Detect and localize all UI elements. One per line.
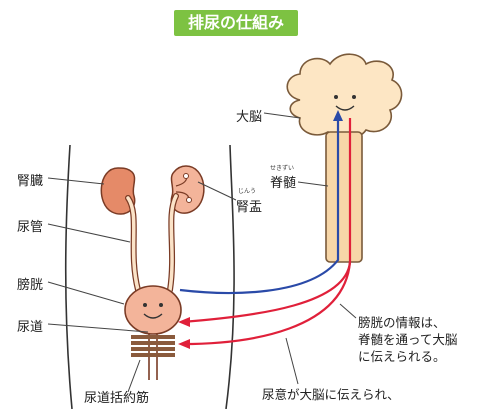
kidney-right — [170, 165, 205, 214]
note-bladder-info: 膀胱の情報は、 脊髄を通って大脳 に伝えられる。 — [358, 314, 457, 365]
label-renal-pelvis: 腎盂 — [236, 200, 263, 215]
note-urge-info-line-1: 尿意が大脳に伝えられ、 — [262, 387, 400, 402]
ureter-left-inner — [126, 196, 140, 292]
label-ureter: 尿管 — [17, 220, 44, 235]
label-spinal-cord: 脊髄 — [270, 176, 297, 191]
leader-brain — [263, 112, 301, 119]
ureter-right-inner — [168, 194, 178, 292]
note-urge-info: 尿意が大脳に伝えられ、 — [262, 386, 400, 403]
leader-bladder-info — [339, 303, 357, 319]
page-title: 排尿の仕組み — [174, 10, 298, 36]
sensory-arrowhead — [333, 110, 343, 121]
label-kidney: 腎臓 — [17, 174, 44, 189]
note-bladder-info-line-2: 脊髄を通って大脳 — [358, 332, 458, 347]
leader-urge-info — [285, 337, 299, 385]
motor-arrowhead-urethra — [178, 339, 190, 349]
body-outline-right — [225, 144, 235, 409]
ruby-renal-pelvis: じんう — [238, 188, 257, 195]
kidney-left — [100, 167, 136, 215]
leader-sphincter — [127, 359, 141, 393]
label-bladder: 膀胱 — [17, 278, 44, 293]
leader-kidney — [47, 177, 105, 185]
leader-spinal-cord — [297, 181, 329, 187]
label-brain: 大脳 — [236, 110, 263, 125]
leader-bladder — [47, 281, 125, 305]
leader-ureter — [47, 223, 131, 243]
ruby-spinal-cord: せきずい — [270, 165, 295, 172]
label-urethra: 尿道 — [17, 320, 44, 335]
bladder-shape — [124, 285, 182, 335]
spinal-cord-shape — [325, 131, 363, 263]
motor-path-urethra — [181, 261, 352, 346]
sensory-path — [179, 118, 340, 295]
label-sphincter: 尿道括約筋 — [84, 391, 150, 406]
leader-renal-pelvis — [197, 181, 237, 201]
body-outline-left — [64, 144, 73, 409]
note-bladder-info-line-1: 膀胱の情報は、 — [358, 315, 446, 330]
leader-urethra — [47, 323, 149, 333]
note-bladder-info-line-3: に伝えられる。 — [358, 349, 446, 364]
sphincter-muscle — [131, 335, 175, 357]
motor-arrowhead-bladder — [178, 317, 190, 327]
brain-shape — [286, 53, 403, 141]
